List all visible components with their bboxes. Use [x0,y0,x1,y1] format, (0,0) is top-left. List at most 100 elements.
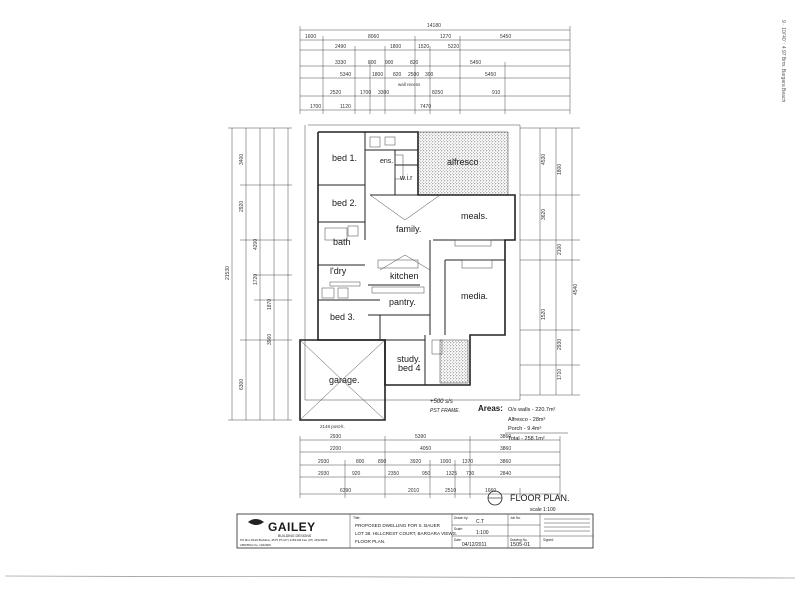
top-dim: 900 [385,60,394,66]
room-label-bed2: bed 2. [332,198,357,208]
left-dim: 1720 [253,274,259,285]
brand-subtitle: BUILDING DESIGNS [278,534,312,538]
room-label-media: media. [461,291,488,301]
area-alfresco: Alfresco - 28m² [508,417,545,423]
top-dim: 820 [410,60,419,66]
top-dim: 1800 [372,72,383,78]
right-dim: 1520 [541,309,547,320]
bottom-dim: 920 [352,471,361,477]
job-label: Job No. [510,516,521,520]
right-dim: 4540 [573,284,579,295]
bottom-dim: 1325 [446,471,457,477]
overall-depth: 21530 [225,266,231,280]
bottom-dimensions: 2930 5390 3860 2200 4050 3860 2930 800 8… [299,434,561,498]
room-label-laundry: l'dry [330,266,347,276]
drawn-value: C.T [476,519,484,525]
title-line-3: FLOOR PLAN. [355,539,385,544]
drawn-label: Drawn by: [454,516,468,520]
left-dim: 4200 [253,239,259,250]
scan-edge [4,575,796,579]
bottom-dim: 1370 [462,459,473,465]
bottom-dim: 2840 [500,471,511,477]
bottom-dim: 2930 [330,434,341,440]
room-label-wir: w.i.r [399,175,413,182]
margin-note: 9 · 10/'40' : 4.97 Brm. Bargara Beach [780,20,786,102]
room-label-family: family. [396,224,421,234]
title-line-1: PROPOSED DWELLING FOR S. BAUER [355,523,441,528]
left-dim: 3400 [239,154,245,165]
room-label-meals: meals. [461,211,488,221]
sheet-title: FLOOR PLAN. scale 1:100 [487,490,570,513]
bottom-dim: 3860 [500,459,511,465]
room-label-study: study. [397,354,420,364]
bottom-dim: 800 [356,459,365,465]
room-label-bed4: bed 4 [398,363,421,373]
area-walls: O/s walls - 220.7m² [508,407,556,413]
bottom-dim: 6390 [340,488,351,494]
bottom-dim: 2930 [318,459,329,465]
gailey-logo: GAILEY BUILDING DESIGNS [248,519,316,538]
top-dim: 820 [393,72,402,78]
brand-name: GAILEY [268,520,316,534]
top-dim: 1120 [340,104,351,110]
right-dim: 1710 [557,369,563,380]
areas-heading: Areas: [478,404,503,413]
top-dim: 1800 [390,44,401,50]
area-porch: Porch - 9.4m² [508,426,541,432]
signed-label: Signed: [543,538,554,542]
top-dim: 5220 [448,44,459,50]
bottom-dim: 2200 [330,446,341,452]
room-label-bed3: bed 3. [330,312,355,322]
bottom-dim: 2350 [388,471,399,477]
fine-print [544,518,590,532]
bottom-dim: 4050 [420,446,431,452]
top-dim: 5450 [485,72,496,78]
title-line-2: LOT 38. HILLCREST COURT, BARGARA VIEWS. [355,531,457,536]
title-block: GAILEY BUILDING DESIGNS PO Box 8129 Budd… [236,513,594,549]
bottom-dim: 3860 [500,434,511,440]
room-label-kitchen: kitchen [390,271,419,281]
room-label-alfresco: alfresco [447,157,479,167]
top-dim: 3330 [335,60,346,66]
left-dim: 1870 [267,299,273,310]
left-dim: 3960 [267,334,273,345]
right-dim: 2930 [557,339,563,350]
scale-label: Scale: [454,527,463,531]
brand-address: PO Box 8129 Buddina, 4575 Ph (07) 415314… [240,538,328,542]
right-dim: 2100 [557,244,563,255]
left-dim: 6300 [239,379,245,390]
bottom-dim: 2930 [318,471,329,477]
top-dim: 910 [492,90,501,96]
date-value: 04/12/2011 [462,542,487,548]
garage-note: 2148 post-lt. [320,424,345,429]
room-label-pantry: pantry. [389,297,416,307]
room-label-bed1: bed 1. [332,153,357,163]
top-dim: 2490 [335,44,346,50]
top-dim: 1270 [440,34,451,40]
porch-area [439,339,469,384]
top-dim: 1520 [418,44,429,50]
bottom-dim: 1660 [485,488,496,494]
bottom-dim: 2010 [408,488,419,494]
bottom-dim: 3860 [500,446,511,452]
top-dim: 7470 [420,104,431,110]
sheet-scale-text: scale 1:100 [530,507,556,513]
top-dim: 5450 [470,60,481,66]
top-dim: 2500 [408,72,419,78]
sheet-title-text: FLOOR PLAN. [510,493,570,503]
bottom-dim: 1000 [440,459,451,465]
title-label: Title: [353,516,360,520]
right-dim: 4530 [541,154,547,165]
margin-note-text: 9 · 10/'40' : 4.97 Brm. Bargara Beach [780,20,786,102]
top-dim: 2520 [330,90,341,96]
scale-value: 1:100 [476,530,489,536]
bottom-dim: 950 [422,471,431,477]
porch-note: +500 s/s [430,399,453,405]
bottom-dim: 2510 [445,488,456,494]
overall-width: 14180 [427,23,441,29]
top-dim: 5340 [340,72,351,78]
brand-abn: ABN/BSA No. 1022606 [240,543,271,547]
top-dim: 800 [368,60,377,66]
top-dim: 1600 [305,34,316,40]
